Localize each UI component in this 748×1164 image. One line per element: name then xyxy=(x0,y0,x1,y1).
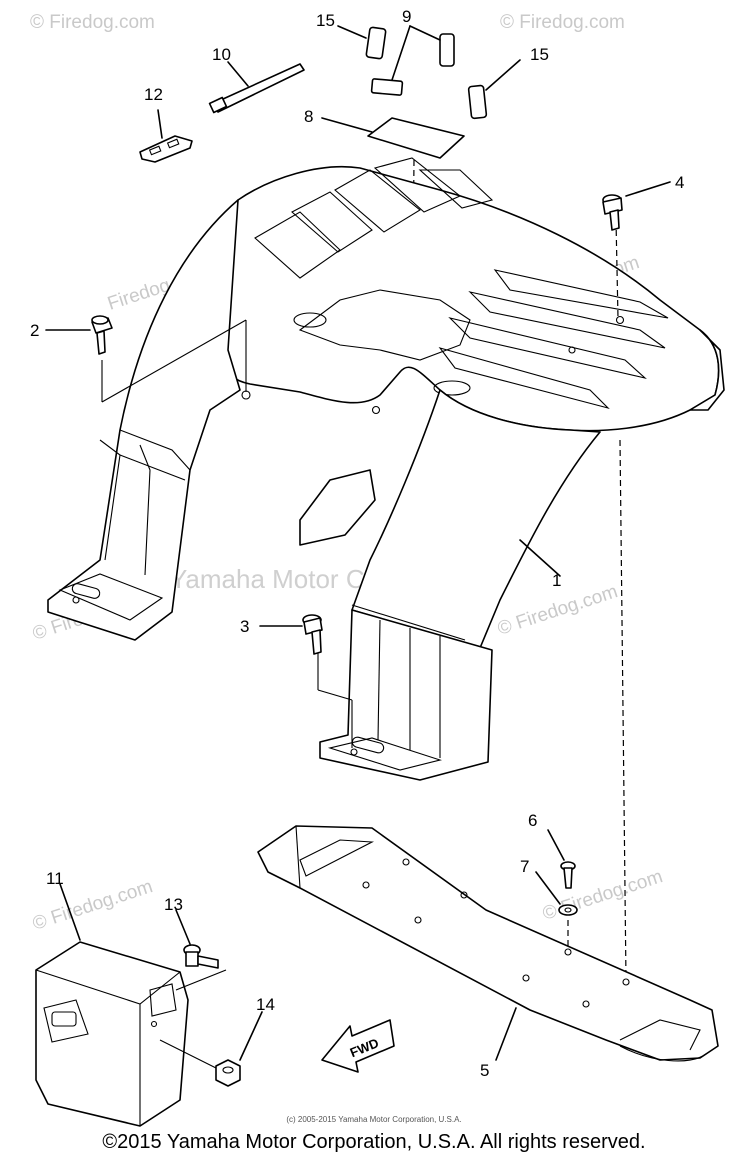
callout-10: 10 xyxy=(212,45,231,64)
callout-15-right: 15 xyxy=(530,45,549,64)
callout-13: 13 xyxy=(164,895,183,914)
fwd-arrow: FWD xyxy=(321,1019,395,1073)
callout-14: 14 xyxy=(256,995,275,1014)
part-13-bolt xyxy=(175,909,219,969)
part-10-strap xyxy=(208,61,305,114)
callout-7: 7 xyxy=(520,857,529,876)
small-copyright: (c) 2005-2015 Yamaha Motor Corporation, … xyxy=(286,1115,462,1124)
callout-5: 5 xyxy=(480,1061,489,1080)
callout-9: 9 xyxy=(402,7,411,26)
watermark-top-right: © Firedog.com xyxy=(500,12,625,33)
callout-2: 2 xyxy=(30,321,39,340)
part-9-pads xyxy=(370,25,455,96)
callout-3: 3 xyxy=(240,617,249,636)
part-7-washer xyxy=(535,871,578,916)
part-15-pad-left xyxy=(337,25,387,60)
watermark-bottom-right: © Firedog.com xyxy=(540,866,665,925)
callout-6: 6 xyxy=(528,811,537,830)
footer-copyright: ©2015 Yamaha Motor Corporation, U.S.A. A… xyxy=(102,1131,646,1153)
callout-11: 11 xyxy=(46,869,64,888)
callout-1: 1 xyxy=(552,571,561,590)
part-6-screw xyxy=(547,829,576,889)
part-3-bolt xyxy=(259,614,323,655)
part-11-box xyxy=(35,883,227,1127)
callout-8: 8 xyxy=(304,107,313,126)
assembly-lines xyxy=(101,219,627,981)
callouts: 1 2 3 4 5 6 7 8 9 10 11 12 13 14 15 15 xyxy=(30,7,684,1080)
part-2-bolt xyxy=(45,315,113,355)
callout-15-left: 15 xyxy=(316,11,335,30)
watermark-top-left: © Firedog.com xyxy=(30,12,155,33)
part-1-rear-fender xyxy=(47,157,725,781)
part-5-plate xyxy=(257,825,719,1062)
callout-4: 4 xyxy=(675,173,684,192)
part-12-bracket xyxy=(139,109,193,163)
part-14-nut xyxy=(215,1011,263,1087)
callout-12: 12 xyxy=(144,85,163,104)
part-4-bolt xyxy=(602,181,671,231)
part-15-pad-right xyxy=(467,59,521,120)
